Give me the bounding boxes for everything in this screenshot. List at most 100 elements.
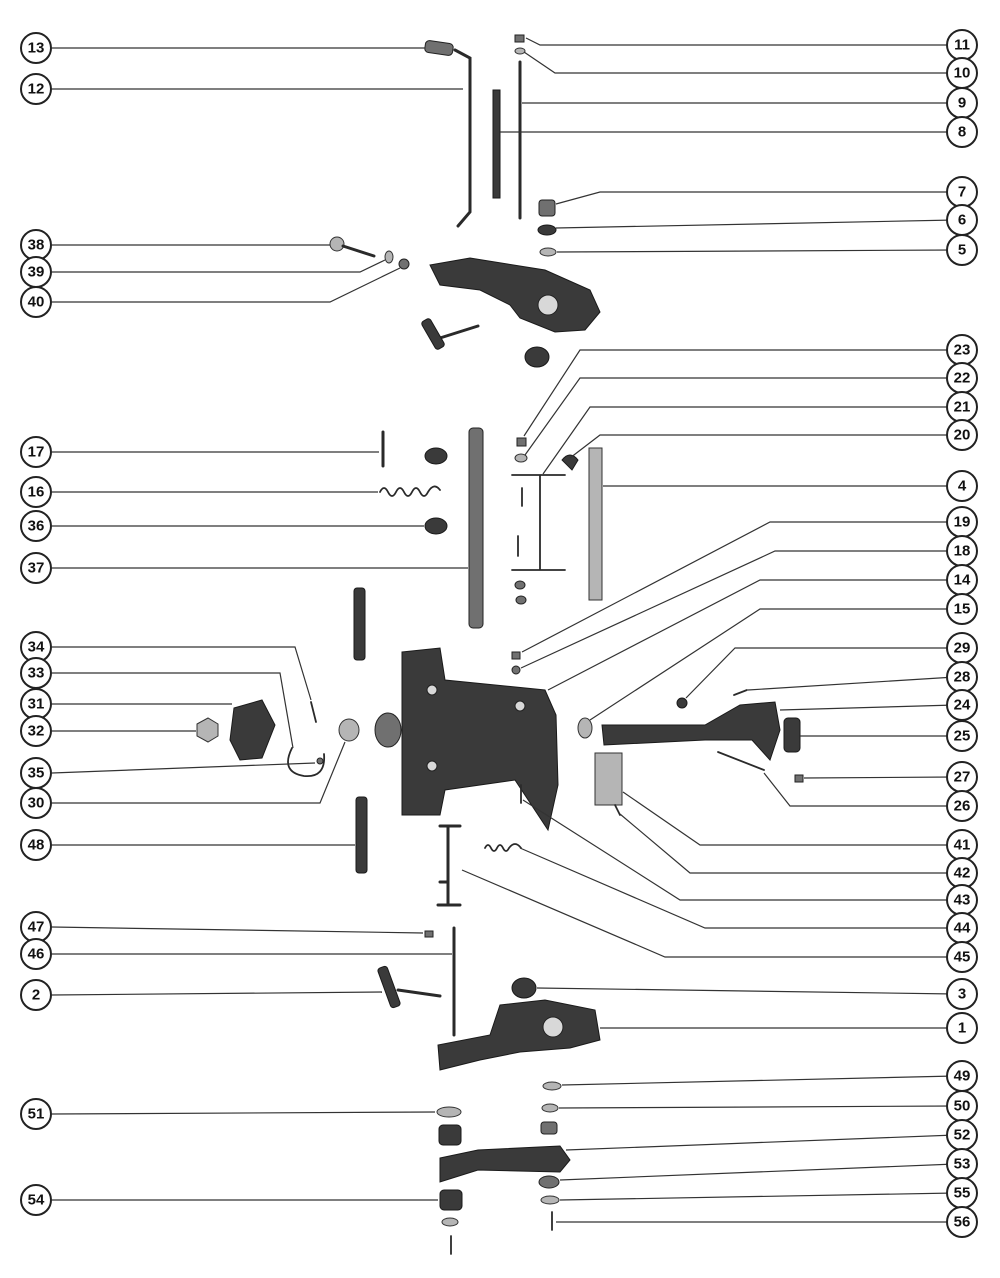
svg-text:41: 41 <box>954 837 971 854</box>
leader-33 <box>52 672 294 749</box>
leader-10 <box>523 51 955 74</box>
part-24-tiller-arm <box>601 701 781 761</box>
callout-28: 28 <box>946 661 978 693</box>
leader-47 <box>51 926 424 934</box>
svg-text:34: 34 <box>28 639 45 656</box>
callout-50: 50 <box>946 1090 978 1122</box>
callout-9: 9 <box>946 87 978 119</box>
callout-42: 42 <box>946 857 978 889</box>
part-53-bushing <box>538 1175 560 1189</box>
svg-text:12: 12 <box>28 81 45 98</box>
leader-5 <box>556 249 956 253</box>
leader-14 <box>547 579 955 691</box>
callout-18: 18 <box>946 535 978 567</box>
leader-19 <box>521 521 955 653</box>
callout-14: 14 <box>946 564 978 596</box>
callout-15: 15 <box>946 593 978 625</box>
svg-text:2: 2 <box>32 987 40 1004</box>
part-31-bracket <box>229 699 276 761</box>
leader-21 <box>542 406 955 475</box>
swivel-hole-3 <box>426 760 438 772</box>
callout-3: 3 <box>946 978 978 1010</box>
leader-44 <box>519 847 955 929</box>
part-1-lower-clamp-bracket <box>437 999 601 1071</box>
callout-25: 25 <box>946 720 978 752</box>
svg-text:20: 20 <box>954 427 971 444</box>
callout-38: 38 <box>20 229 52 261</box>
part-23-nut <box>516 437 527 447</box>
part-swivel-bearing <box>374 712 402 748</box>
svg-text:52: 52 <box>954 1127 971 1144</box>
svg-text:5: 5 <box>958 242 966 259</box>
part-bushing-right <box>540 1121 558 1135</box>
part-nut-lower-2 <box>515 595 527 605</box>
svg-text:37: 37 <box>28 560 45 577</box>
part-50-washer <box>541 1103 559 1113</box>
swivel-hole-2 <box>514 700 526 712</box>
callout-36: 36 <box>20 510 52 542</box>
part-clamp-screw-upper <box>438 324 480 340</box>
svg-text:29: 29 <box>954 640 971 657</box>
callout-23: 23 <box>946 334 978 366</box>
callout-46: 46 <box>20 938 52 970</box>
leader-45 <box>461 869 955 958</box>
callouts-right: 11 10 9 8 7 6 5 23 22 21 20 4 19 18 14 1… <box>946 29 978 1238</box>
part-2-t-handle <box>377 965 401 1009</box>
part-49-washer <box>542 1081 562 1091</box>
svg-text:40: 40 <box>28 294 45 311</box>
part-33-u-clamp <box>287 747 326 777</box>
svg-text:1: 1 <box>958 1020 966 1037</box>
svg-text:13: 13 <box>28 40 45 57</box>
svg-text:38: 38 <box>28 237 45 254</box>
leader-42 <box>619 813 955 874</box>
leader-35 <box>51 762 316 774</box>
part-7-bushing <box>538 199 556 217</box>
part-27-nut <box>794 774 804 783</box>
leader-15 <box>589 608 955 721</box>
callout-56: 56 <box>946 1206 978 1238</box>
part-18-screw <box>511 665 521 675</box>
leader-3 <box>536 987 956 995</box>
leader-53 <box>559 1163 956 1181</box>
svg-text:54: 54 <box>28 1192 45 1209</box>
svg-text:3: 3 <box>958 986 966 1003</box>
svg-text:33: 33 <box>28 665 45 682</box>
part-29-nut <box>676 697 688 709</box>
svg-text:43: 43 <box>954 892 971 909</box>
svg-text:21: 21 <box>954 399 971 416</box>
svg-text:35: 35 <box>28 765 45 782</box>
leader-23 <box>523 349 955 437</box>
callout-8: 8 <box>946 116 978 148</box>
callout-21: 21 <box>946 391 978 423</box>
callout-4: 4 <box>946 470 978 502</box>
part-38-bolt-head <box>329 236 345 252</box>
leader-41 <box>622 791 955 846</box>
svg-text:27: 27 <box>954 769 971 786</box>
part-40-nut <box>398 258 410 270</box>
callout-22: 22 <box>946 362 978 394</box>
callout-16: 16 <box>20 476 52 508</box>
part-12-rod <box>453 48 472 228</box>
callout-5: 5 <box>946 234 978 266</box>
callout-29: 29 <box>946 632 978 664</box>
leader-11 <box>525 37 955 46</box>
leader-51 <box>51 1111 436 1115</box>
leader-24 <box>779 704 956 711</box>
leader-18 <box>520 550 955 669</box>
part-bushing-top <box>424 447 448 465</box>
leader-52 <box>565 1134 956 1151</box>
callout-40: 40 <box>20 286 52 318</box>
leader-6 <box>555 219 956 229</box>
callout-48: 48 <box>20 829 52 861</box>
svg-text:18: 18 <box>954 543 971 560</box>
callout-44: 44 <box>946 912 978 944</box>
callout-37: 37 <box>20 552 52 584</box>
svg-text:23: 23 <box>954 342 971 359</box>
callout-31: 31 <box>20 688 52 720</box>
callout-24: 24 <box>946 689 978 721</box>
svg-text:4: 4 <box>958 478 967 495</box>
callout-47: 47 <box>20 911 52 943</box>
svg-text:50: 50 <box>954 1098 971 1115</box>
svg-text:56: 56 <box>954 1214 971 1231</box>
callout-51: 51 <box>20 1098 52 1130</box>
